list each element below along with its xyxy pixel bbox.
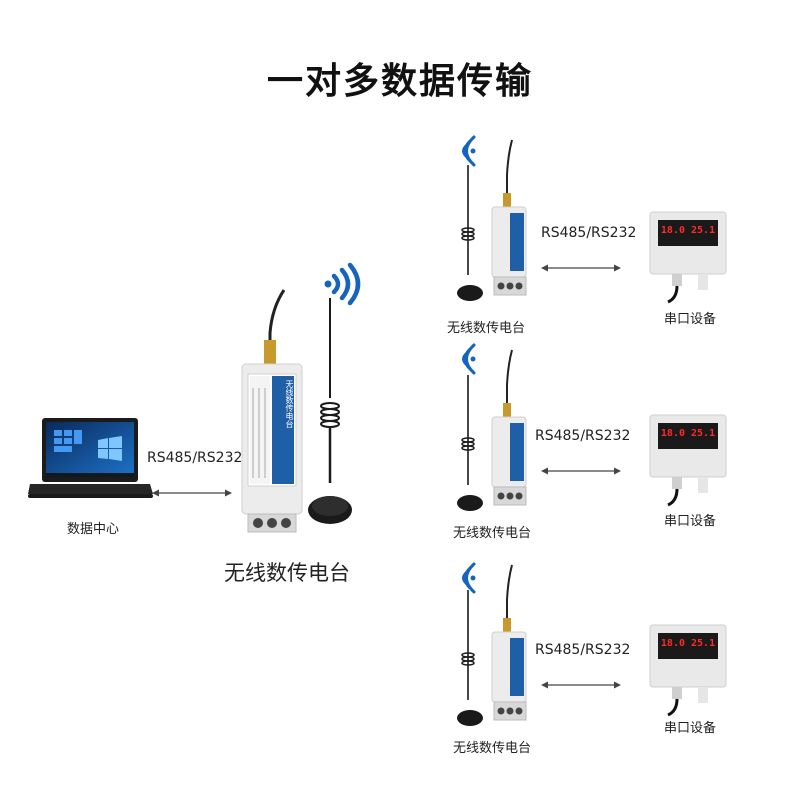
node-link-label: RS485/RS232 — [541, 225, 637, 241]
node-double-arrow — [541, 461, 621, 480]
node-double-arrow — [541, 258, 621, 277]
laptop — [28, 418, 153, 506]
serial-device: 18.0 25.1 — [648, 624, 728, 717]
node-device-label: 串口设备 — [664, 721, 717, 736]
hub-radio-device: 无线数传电台 — [232, 278, 362, 538]
node-radio-device — [450, 560, 540, 735]
node-radio-device — [450, 135, 540, 310]
node-link-label: RS485/RS232 — [535, 642, 631, 658]
hub-radio-label: 无线数传电台 — [224, 561, 350, 585]
node-radio-device — [450, 345, 540, 520]
wifi-icon — [456, 135, 482, 170]
node-double-arrow — [541, 675, 621, 694]
device-display: 18.0 25.1 — [660, 225, 716, 236]
wifi-icon — [320, 262, 364, 310]
device-display: 18.0 25.1 — [660, 638, 716, 649]
serial-device: 18.0 25.1 — [648, 414, 728, 507]
wifi-icon — [456, 343, 482, 378]
device-display: 18.0 25.1 — [660, 428, 716, 439]
node-device-label: 串口设备 — [664, 312, 717, 327]
node-radio-label: 无线数传电台 — [453, 741, 532, 756]
node-link-label: RS485/RS232 — [535, 428, 631, 444]
hub-double-arrow — [152, 483, 232, 502]
wifi-icon — [456, 562, 482, 597]
node-device-label: 串口设备 — [664, 514, 717, 529]
hub-radio-face-text: 无线数传电台 — [285, 380, 294, 428]
hub-link-label: RS485/RS232 — [147, 450, 243, 466]
computer-label: 数据中心 — [67, 522, 120, 537]
node-radio-label: 无线数传电台 — [447, 321, 526, 336]
serial-device: 18.0 25.1 — [648, 211, 728, 304]
node-radio-label: 无线数传电台 — [453, 526, 532, 541]
page-title: 一对多数据传输 — [266, 61, 533, 102]
